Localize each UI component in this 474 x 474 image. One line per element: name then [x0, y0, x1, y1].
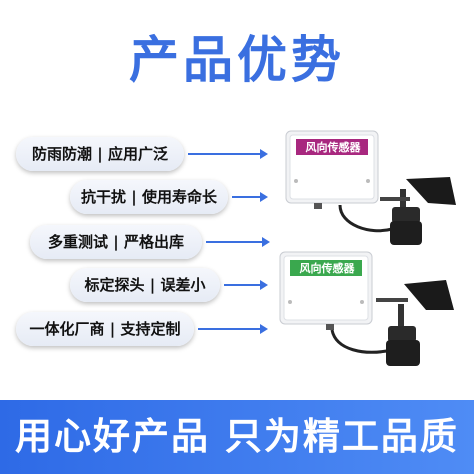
arrow-icon: [198, 324, 268, 334]
arrow-icon: [232, 192, 268, 202]
feature-label: 抗干扰 | 使用寿命长: [81, 188, 217, 206]
feature-pill-2: 抗干扰 | 使用寿命长: [70, 180, 228, 214]
wind-direction-sensor-bottom: [279, 251, 454, 366]
bottom-banner: 用心好产品 只为精工品质: [0, 400, 474, 474]
feature-label: 多重测试 | 严格出库: [48, 233, 184, 251]
device-label-top: 风向传感器: [305, 141, 361, 154]
feature-pill-4: 标定探头 | 误差小: [70, 268, 220, 302]
feature-pill-5: 一体化厂商 | 支持定制: [16, 312, 194, 346]
feature-label: 防雨防潮 | 应用广泛: [32, 145, 168, 163]
feature-pill-3: 多重测试 | 严格出库: [30, 225, 202, 259]
device-label-bottom: 风向传感器: [299, 262, 355, 275]
feature-label: 标定探头 | 误差小: [84, 276, 206, 294]
arrow-icon: [188, 149, 268, 159]
arrow-icon: [206, 237, 270, 247]
page-title: 产品优势: [129, 31, 345, 89]
feature-label: 一体化厂商 | 支持定制: [29, 320, 181, 338]
wind-direction-sensor-top: [285, 130, 456, 245]
feature-pill-1: 防雨防潮 | 应用广泛: [16, 137, 184, 171]
arrow-icon: [224, 280, 268, 290]
slogan: 用心好产品 只为精工品质: [15, 415, 459, 458]
